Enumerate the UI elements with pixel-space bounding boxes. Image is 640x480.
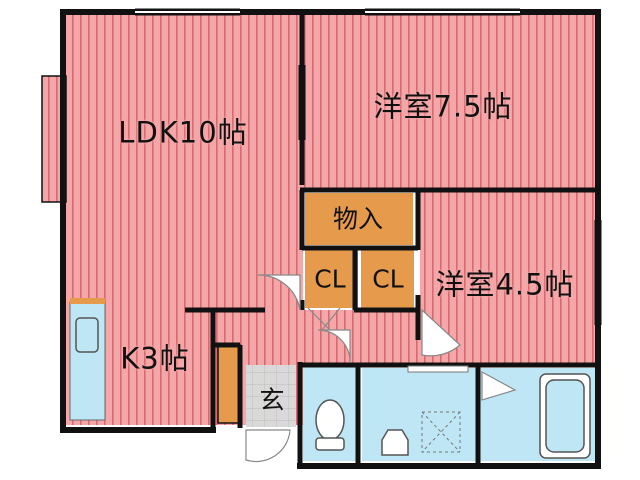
bathtub-fixture xyxy=(539,373,591,459)
toilet-fixture xyxy=(315,399,345,451)
kitchen-sink xyxy=(75,317,99,353)
closet-a-floor xyxy=(305,250,358,308)
shoe-rack xyxy=(217,344,241,424)
closet-b-floor xyxy=(361,250,414,308)
western-large-floor xyxy=(303,13,597,189)
storage-label: 物入 xyxy=(332,204,384,234)
hallway-floor xyxy=(213,310,420,365)
windows xyxy=(135,11,520,13)
washer-space xyxy=(421,411,461,453)
towel-rail xyxy=(407,365,469,373)
western-large-label: 洋室7.5帖 xyxy=(373,89,513,124)
kitchen-label: K3帖 xyxy=(120,341,190,376)
kitchen-counter xyxy=(69,301,106,421)
exterior-walls xyxy=(60,9,601,469)
ldk-label: LDK10帖 xyxy=(118,115,248,150)
storage-closet xyxy=(305,193,413,245)
washroom-floor xyxy=(362,368,478,461)
washbasin-fixture xyxy=(381,429,409,456)
closet-a-label: CL xyxy=(314,264,346,294)
window-frames xyxy=(135,8,602,325)
closet-b-label: CL xyxy=(372,264,404,294)
interior-walls xyxy=(185,12,598,466)
entrance-label: 玄 xyxy=(259,385,285,415)
kitchen-counter-top xyxy=(70,298,105,304)
western-small-label: 洋室4.5帖 xyxy=(435,267,575,302)
door-swings xyxy=(245,274,517,463)
entrance-floor xyxy=(246,365,296,427)
